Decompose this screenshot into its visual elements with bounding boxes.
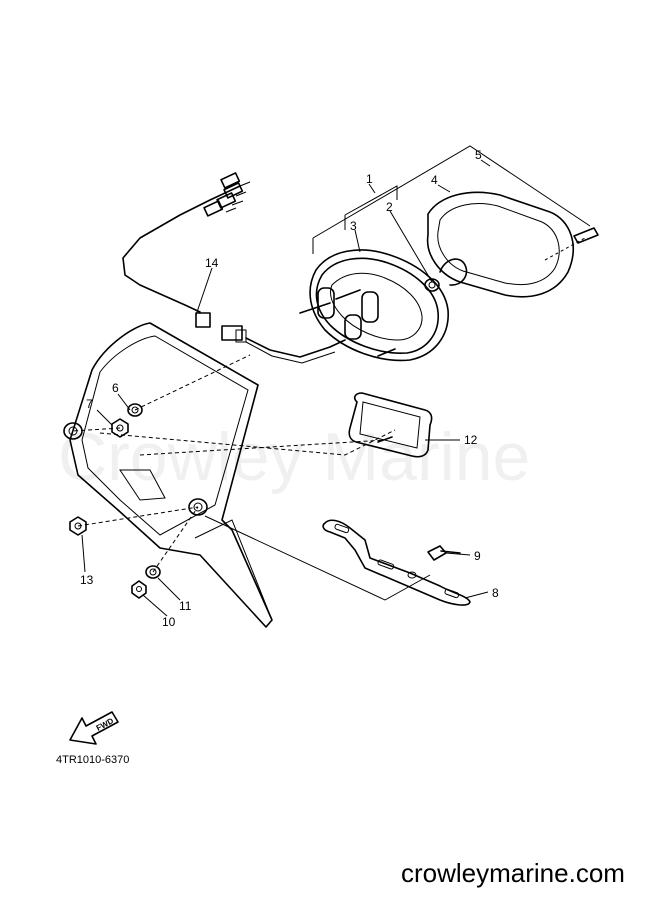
tail-lamp-lens-4 (426, 191, 599, 298)
callout-14: 14 (205, 256, 219, 270)
screw-9 (427, 545, 461, 561)
callout-labels: 1 2 3 4 5 6 7 8 9 10 11 12 13 14 (80, 148, 499, 629)
website-label: crowleymarine.com (401, 858, 625, 888)
callout-6: 6 (112, 381, 119, 395)
diagram-code: 4TR1010-6370 (56, 754, 130, 766)
panel-mount-holes (63, 422, 208, 516)
callout-5: 5 (475, 148, 482, 162)
fwd-label: FWD (95, 716, 116, 733)
wire-harness-14 (122, 172, 346, 364)
callout-leaders (81, 159, 491, 617)
install-guide-lines (72, 354, 431, 601)
nut-10 (131, 580, 147, 599)
rear-fender-panel (69, 322, 273, 628)
forward-arrow-icon: FWD (69, 711, 119, 745)
callout-13: 13 (80, 573, 94, 587)
callout-7: 7 (86, 397, 93, 411)
callout-2: 2 (386, 200, 393, 214)
bulb-2 (439, 258, 468, 286)
washer-11 (145, 565, 161, 579)
callout-1: 1 (366, 172, 373, 186)
callout-10: 10 (162, 615, 176, 629)
tail-lamp-base-3 (299, 249, 449, 362)
callout-3: 3 (350, 219, 357, 233)
assembly-brackets (312, 145, 591, 254)
callout-11: 11 (179, 599, 192, 613)
callout-4: 4 (431, 173, 438, 187)
license-lamp-bracket-8 (322, 519, 471, 606)
callout-9: 9 (474, 549, 481, 563)
license-lamp-12 (348, 392, 433, 458)
washer-6 (127, 403, 143, 417)
callout-12: 12 (464, 433, 478, 447)
watermark: Crowley Marine (58, 419, 531, 495)
callout-8: 8 (492, 586, 499, 600)
